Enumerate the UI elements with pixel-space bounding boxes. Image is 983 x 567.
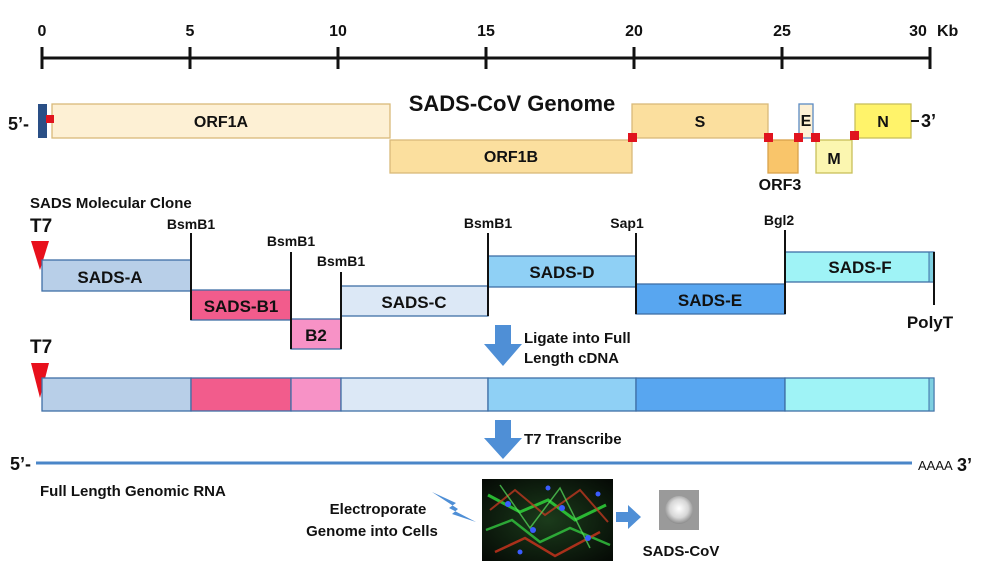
genome-title: SADS-CoV Genome	[409, 91, 616, 116]
gene-m	[815, 139, 853, 174]
gene-orf1a-label: ORF1A	[194, 114, 249, 131]
polyt-label: PolyT	[907, 313, 954, 332]
kb-scale: 0 5 10 15 20 25 30 Kb	[38, 23, 959, 69]
transcribe-step: T7 Transcribe	[484, 420, 622, 459]
gene-m-label: M	[827, 151, 840, 168]
scale-unit: Kb	[937, 23, 959, 40]
ligate-label-line2: Length cDNA	[524, 350, 619, 367]
down-arrow-icon	[484, 420, 522, 459]
segment-sads-b1-label: SADS-B1	[204, 297, 279, 316]
gene-e	[798, 103, 814, 139]
gene-orf1b-label: ORF1B	[484, 149, 538, 166]
site-label: Bgl2	[764, 212, 795, 228]
segment-sads-e-label: SADS-E	[678, 291, 742, 310]
segment-b2-label: B2	[305, 326, 327, 345]
clone-t7-label: T7	[30, 216, 52, 237]
gene-e-label: E	[801, 113, 812, 130]
rna-label: Full Length Genomic RNA	[40, 483, 226, 500]
tick-label: 20	[625, 23, 643, 40]
molecular-clone: SADS Molecular Clone T7 SADS-A SADS-B1 B…	[30, 195, 954, 350]
segment-sads-d-label: SADS-D	[529, 263, 594, 282]
gene-n-label: N	[877, 114, 889, 131]
cdna-tail	[928, 377, 935, 412]
junction-marker	[628, 133, 637, 142]
gene-s-label: S	[695, 114, 706, 131]
genomic-rna: 5’- AAAA 3’ Full Length Genomic RNA	[10, 454, 972, 500]
site-label: Sap1	[610, 215, 644, 231]
clone-title: SADS Molecular Clone	[30, 195, 192, 212]
site-label: BsmB1	[317, 253, 365, 269]
virus-label: SADS-CoV	[643, 543, 720, 560]
gene-n	[854, 103, 912, 139]
junction-marker	[764, 133, 773, 142]
genome-five-prime: 5’-	[8, 114, 29, 134]
site-label: BsmB1	[167, 216, 215, 232]
segment-sads-a-label: SADS-A	[77, 268, 142, 287]
rna-five-prime: 5’-	[10, 454, 31, 474]
down-arrow-icon	[484, 325, 522, 366]
ligate-step: Ligate into Full Length cDNA	[484, 325, 631, 367]
cdna-t7-label: T7	[30, 337, 52, 358]
rna-polya: AAAA	[918, 458, 953, 473]
segment-sads-f-label: SADS-F	[828, 258, 891, 277]
electroporate-label-line2: Genome into Cells	[306, 523, 438, 540]
segment-sads-e	[635, 283, 786, 315]
genome-map: 5’- ORF1A ORF1B SADS-CoV Genome S ORF3 E…	[8, 91, 936, 194]
t7-promoter-icon	[31, 363, 49, 398]
tick-label: 25	[773, 23, 791, 40]
gene-orf3-label: ORF3	[759, 177, 802, 194]
segment-sads-a	[41, 259, 192, 292]
cdna-block	[635, 377, 786, 412]
segment-sads-c	[340, 285, 489, 317]
cdna-block	[340, 377, 489, 412]
junction-marker	[46, 115, 54, 123]
virus-micrograph	[659, 490, 699, 530]
segment-sads-c-label: SADS-C	[381, 293, 446, 312]
rna-three-prime: 3’	[957, 455, 972, 475]
t7-promoter-icon	[31, 241, 49, 270]
ligate-label-line1: Ligate into Full	[524, 330, 631, 347]
tick-label: 0	[38, 23, 47, 40]
cells-micrograph	[482, 479, 613, 561]
tick-label: 30	[909, 23, 927, 40]
transcribe-label: T7 Transcribe	[524, 431, 622, 448]
electroporate-label-line1: Electroporate	[330, 501, 427, 518]
gene-orf1b	[389, 139, 633, 174]
genome-start-cap	[38, 104, 47, 138]
cdna-block	[784, 377, 935, 412]
junction-marker	[850, 131, 859, 140]
junction-marker	[811, 133, 820, 142]
tick-label: 15	[477, 23, 495, 40]
full-length-cdna: T7	[30, 337, 935, 412]
tick-label: 5	[186, 23, 195, 40]
cdna-block	[290, 377, 342, 412]
junction-marker	[794, 133, 803, 142]
cdna-block	[487, 377, 637, 412]
gene-s	[631, 103, 769, 139]
segment-sads-d	[487, 255, 637, 288]
site-label: BsmB1	[267, 233, 315, 249]
virus-particle-icon	[665, 496, 693, 524]
tick-label: 10	[329, 23, 347, 40]
site-label: BsmB1	[464, 215, 512, 231]
cdna-block	[190, 377, 292, 412]
gene-orf3	[767, 139, 799, 174]
electroporate-step: Electroporate Genome into Cells SADS-CoV	[306, 479, 719, 561]
right-arrow-icon	[616, 505, 641, 529]
cdna-block	[41, 377, 192, 412]
genome-three-prime: 3’	[921, 111, 936, 131]
lightning-bolt-icon	[432, 492, 476, 522]
